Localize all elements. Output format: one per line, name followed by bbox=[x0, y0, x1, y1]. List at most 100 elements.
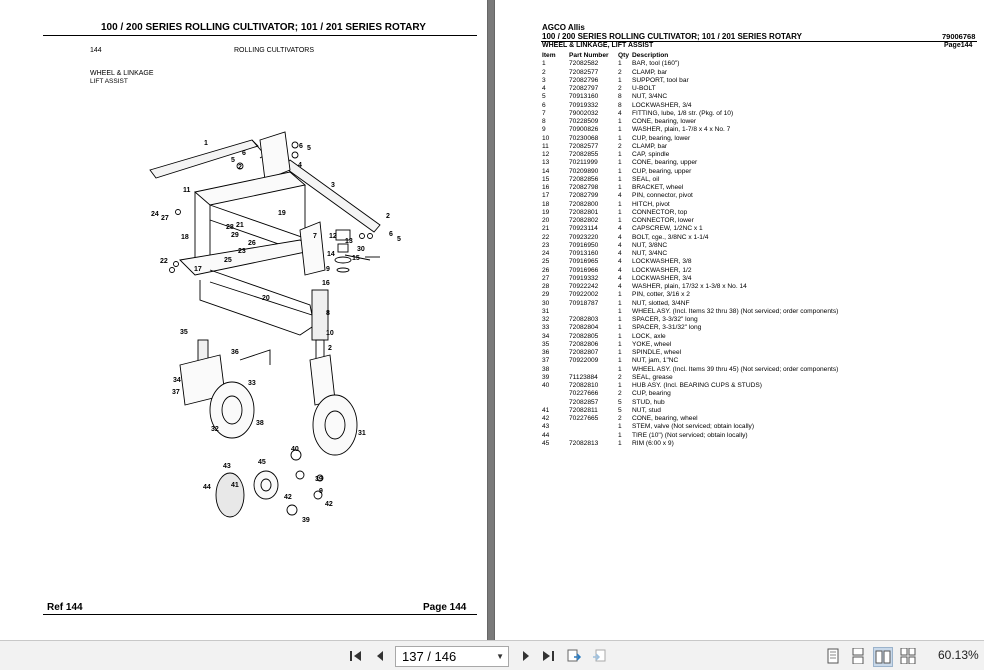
cell-item: 31 bbox=[542, 307, 550, 315]
next-page-icon[interactable] bbox=[517, 647, 535, 665]
cell-qty: 1 bbox=[618, 365, 622, 373]
cell-item: 16 bbox=[542, 184, 550, 191]
cell-part-number: 72082796 bbox=[569, 76, 599, 84]
forward-view-icon[interactable] bbox=[590, 647, 608, 665]
cell-qty: 4 bbox=[618, 225, 622, 233]
cell-qty: 2 bbox=[618, 85, 622, 92]
cell-item bbox=[542, 390, 569, 398]
zoom-level[interactable]: 60.13% bbox=[938, 648, 979, 662]
cell-item: 28 bbox=[542, 283, 550, 290]
continuous-icon[interactable] bbox=[849, 647, 867, 665]
cell-description: YOKE, wheel bbox=[632, 340, 672, 348]
callout-30: 30 bbox=[357, 246, 365, 253]
cell-item: 36 bbox=[542, 349, 550, 356]
callout-17: 17 bbox=[194, 266, 202, 273]
callout-43: 43 bbox=[223, 463, 231, 470]
cell-part-number: 79002032 bbox=[569, 109, 599, 117]
cell-description: CONNECTOR, lower bbox=[632, 217, 694, 224]
cell-description: SPACER, 3-3/32" long bbox=[632, 316, 698, 323]
document-viewport[interactable]: 100 / 200 SERIES ROLLING CULTIVATOR; 101… bbox=[0, 0, 984, 640]
cell-part-number: 70230068 bbox=[569, 134, 599, 142]
callout-6b: 6 bbox=[299, 143, 303, 150]
two-page-continuous-icon[interactable] bbox=[899, 647, 917, 665]
cell-description: CONE, bearing, lower bbox=[632, 118, 697, 125]
cell-item: 5 bbox=[542, 93, 546, 101]
callout-42b: 42 bbox=[325, 501, 333, 508]
cell-qty: 1 bbox=[618, 439, 622, 447]
cell-description: SPACER, 3-31/32" long bbox=[632, 324, 702, 332]
cell-part-number: 70227665 bbox=[569, 415, 599, 422]
callout-5b: 5 bbox=[307, 145, 311, 152]
prev-page-icon[interactable] bbox=[371, 647, 389, 665]
cell-part-number: 70228509 bbox=[569, 118, 599, 125]
pdf-page-diagram: 100 / 200 SERIES ROLLING CULTIVATOR; 101… bbox=[0, 0, 487, 640]
cell-part-number: 72082802 bbox=[569, 217, 599, 224]
left-page-title: 100 / 200 SERIES ROLLING CULTIVATOR; 101… bbox=[101, 22, 426, 33]
cell-part-number: 70913160 bbox=[569, 93, 599, 101]
cell-description: SPINDLE, wheel bbox=[632, 349, 682, 356]
back-view-icon[interactable] bbox=[565, 647, 583, 665]
page-number-input[interactable]: 137 / 146 ▼ bbox=[395, 646, 509, 667]
footer-ref: Ref 144 bbox=[47, 602, 83, 613]
callout-23: 23 bbox=[238, 248, 246, 255]
chevron-down-icon[interactable]: ▼ bbox=[496, 652, 504, 661]
cell-item: 15 bbox=[542, 175, 550, 183]
cell-description: LOCKWASHER, 1/2 bbox=[632, 266, 692, 274]
cell-description: WASHER, plain, 1-7/8 x 4 x No. 7 bbox=[632, 126, 731, 134]
cell-qty: 1 bbox=[618, 134, 622, 142]
callout-34: 34 bbox=[173, 377, 181, 384]
right-page-title: 100 / 200 SERIES ROLLING CULTIVATOR; 101… bbox=[542, 32, 802, 41]
cell-qty: 1 bbox=[618, 175, 622, 183]
cell-description: LOCKWASHER, 3/4 bbox=[632, 274, 692, 282]
callout-7: 7 bbox=[313, 233, 317, 240]
cell-item: 34 bbox=[542, 332, 550, 340]
cell-qty: 4 bbox=[618, 274, 622, 282]
cell-part-number: 72082577 bbox=[569, 68, 599, 76]
two-page-icon[interactable] bbox=[873, 647, 893, 667]
cell-qty: 1 bbox=[618, 291, 622, 299]
doc-number: 79006768 bbox=[942, 32, 976, 41]
cell-qty: 1 bbox=[618, 208, 622, 216]
cell-part-number: 72082806 bbox=[569, 340, 599, 348]
callout-38: 38 bbox=[256, 420, 264, 427]
cell-part-number: 70923114 bbox=[569, 225, 598, 233]
cell-qty: 1 bbox=[618, 357, 622, 365]
last-page-icon[interactable] bbox=[539, 647, 557, 665]
cell-qty: 1 bbox=[618, 200, 622, 208]
cell-qty: 1 bbox=[618, 349, 622, 356]
callout-28: 28 bbox=[226, 224, 234, 231]
cell-part-number: 70916965 bbox=[569, 258, 599, 266]
table-header-row: Item Part Number Qty Description bbox=[542, 52, 838, 60]
cell-part-number: 72082799 bbox=[569, 192, 599, 200]
cell-part-number: 70211999 bbox=[569, 159, 598, 167]
callout-6c: 6 bbox=[389, 231, 393, 238]
cell-description: CLAMP, bar bbox=[632, 68, 668, 76]
cell-description: STEM, valve (Not serviced; obtain locall… bbox=[632, 423, 755, 431]
header-description: Description bbox=[632, 52, 669, 59]
cell-description: PIN, cotter, 3/16 x 2 bbox=[632, 291, 690, 299]
cell-part-number: 72082855 bbox=[569, 151, 599, 158]
cell-description: BAR, tool (160") bbox=[632, 60, 680, 68]
cell-part-number: 71123884 bbox=[569, 373, 598, 381]
cell-qty: 1 bbox=[618, 316, 622, 323]
first-page-icon[interactable] bbox=[347, 647, 365, 665]
cell-item: 26 bbox=[542, 266, 550, 274]
single-page-icon[interactable] bbox=[824, 647, 842, 665]
